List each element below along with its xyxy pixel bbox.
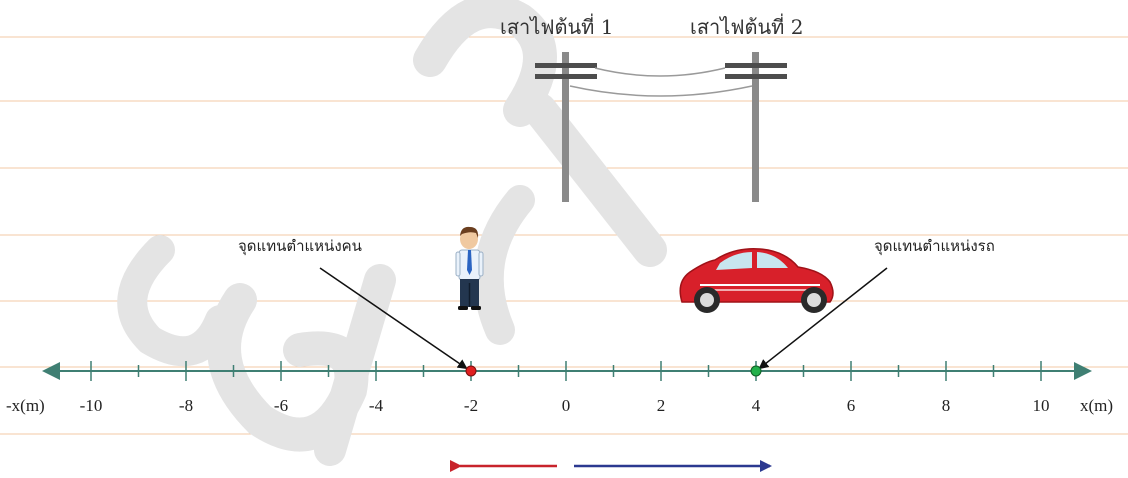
person-point-label: จุดแทนตำแหน่งคน — [238, 237, 362, 256]
axis-negative-label: -x(m) — [6, 396, 45, 415]
person-pointer-arrow — [319, 267, 468, 370]
axis-tick-label: -10 — [80, 396, 103, 415]
person-position-dot — [465, 365, 477, 377]
axis-right-arrowhead — [1074, 362, 1092, 380]
pole-2-label: เสาไฟต้นที่ 2 — [690, 13, 803, 39]
axis-left-arrowhead — [42, 362, 60, 380]
axis-tick-label: 0 — [562, 396, 571, 415]
axis-tick-label: -2 — [464, 396, 478, 415]
number-line: -10 -8 -6 -4 -2 0 2 4 6 8 10 — [42, 361, 1092, 415]
axis-positive-label: x(m) — [1080, 396, 1113, 415]
car-point-label: จุดแทนตำแหน่งรถ — [874, 237, 995, 256]
axis-tick-label: 10 — [1033, 396, 1050, 415]
pole-1-label: เสาไฟต้นที่ 1 — [500, 13, 613, 39]
axis-tick-label: -4 — [369, 396, 384, 415]
utility-pole-1 — [535, 52, 597, 202]
axis-tick-label: 4 — [752, 396, 761, 415]
axis-tick-label: 8 — [942, 396, 951, 415]
watermark — [117, 0, 667, 466]
car-pointer-arrow — [758, 267, 888, 370]
utility-pole-2 — [725, 52, 787, 202]
axis-tick-label: -8 — [179, 396, 193, 415]
person-icon — [455, 226, 484, 310]
power-wires — [569, 67, 753, 97]
axis-tick-label: 6 — [847, 396, 856, 415]
axis-tick-label: -6 — [274, 396, 288, 415]
axis-tick-label: 2 — [657, 396, 666, 415]
car-icon — [679, 247, 834, 313]
car-position-dot — [750, 365, 762, 377]
